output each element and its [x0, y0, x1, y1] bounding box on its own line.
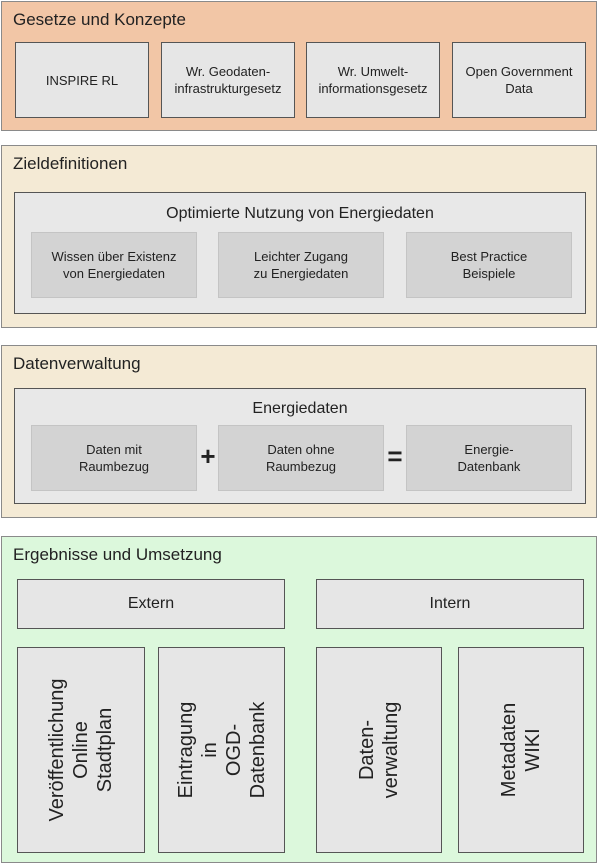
section-title: Gesetze und Konzepte [13, 10, 186, 29]
box-extern: Extern [17, 579, 285, 629]
equals-operator: = [387, 441, 403, 471]
vertical-label: Veröffentlichung Online Stadtplan [46, 678, 116, 822]
group-title: Optimierte Nutzung von Energiedaten [166, 205, 434, 222]
box-intern: Intern [316, 579, 584, 629]
section-ergebnisse-und-umsetzung: Ergebnisse und Umsetzung Extern Intern V… [1, 536, 597, 863]
vertical-label: Daten- verwaltung [356, 701, 402, 799]
section-gesetze-und-konzepte: Gesetze und Konzepte INSPIRE RL Wr. Geod… [1, 1, 597, 131]
box-best-practice: Best Practice Beispiele [406, 232, 572, 298]
section-title: Datenverwaltung [13, 354, 141, 373]
box-geodateninfrastrukturgesetz: Wr. Geodaten- infrastrukturgesetz [161, 42, 295, 118]
section-datenverwaltung: Datenverwaltung Energiedaten Daten mit R… [1, 345, 597, 518]
box-inspire-rl: INSPIRE RL [15, 42, 149, 118]
group-optimierte-nutzung: Optimierte Nutzung von Energiedaten Wiss… [14, 192, 586, 314]
group-energiedaten: Energiedaten Daten mit Raumbezug + Daten… [14, 388, 586, 504]
box-metadaten-wiki: Metadaten WIKI [458, 647, 584, 853]
box-leichter-zugang: Leichter Zugang zu Energiedaten [218, 232, 384, 298]
box-wissen-ueber-existenz: Wissen über Existenz von Energiedaten [31, 232, 197, 298]
box-umweltinformationsgesetz: Wr. Umwelt- informationsgesetz [306, 42, 440, 118]
box-energie-datenbank: Energie- Datenbank [406, 425, 572, 491]
vertical-label: Metadaten WIKI [498, 702, 544, 798]
group-title: Energiedaten [252, 400, 348, 417]
box-open-government-data: Open Government Data [452, 42, 586, 118]
box-daten-mit-raumbezug: Daten mit Raumbezug [31, 425, 197, 491]
box-eintragung-ogd-datenbank: Eintragung in OGD-Datenbank [158, 647, 285, 853]
vertical-label: Eintragung in OGD-Datenbank [174, 701, 269, 799]
box-datenverwaltung-intern: Daten- verwaltung [316, 647, 442, 853]
section-title: Ergebnisse und Umsetzung [13, 545, 222, 564]
plus-operator: + [200, 441, 216, 471]
section-zieldefinitionen: Zieldefinitionen Optimierte Nutzung von … [1, 145, 597, 328]
box-veroeffentlichung-online-stadtplan: Veröffentlichung Online Stadtplan [17, 647, 145, 853]
section-title: Zieldefinitionen [13, 154, 128, 173]
box-daten-ohne-raumbezug: Daten ohne Raumbezug [218, 425, 384, 491]
